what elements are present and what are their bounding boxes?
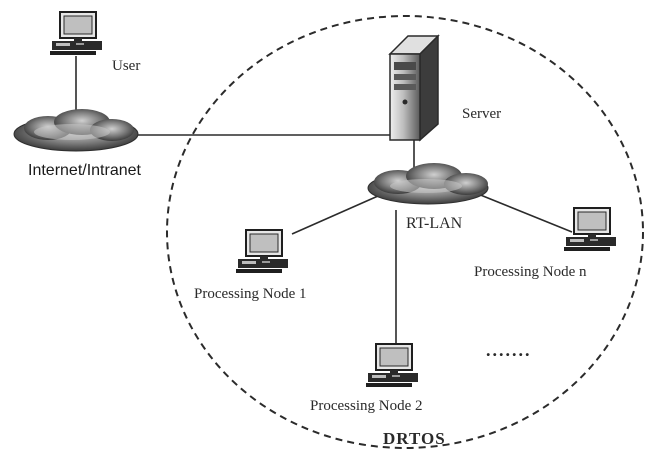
processing-node-2-label: Processing Node 2 xyxy=(310,398,423,414)
processing-node-1-label: Processing Node 1 xyxy=(194,286,307,302)
rtlan-cloud-icon xyxy=(367,163,489,205)
connection-lines xyxy=(75,56,573,346)
internet-cloud-icon xyxy=(13,109,139,152)
rtlan-to-node1-link xyxy=(291,195,379,235)
processing-node-n-label: Processing Node n xyxy=(474,264,587,280)
processing-node-1-computer-icon xyxy=(235,229,289,274)
user-label: User xyxy=(112,58,140,74)
more-nodes-ellipsis: ....... xyxy=(486,340,532,360)
server-label: Server xyxy=(462,106,501,122)
internet-label: Internet/Intranet xyxy=(28,162,142,179)
rtlan-to-noden-link xyxy=(477,193,573,233)
processing-node-2-computer-icon xyxy=(365,343,419,388)
user-computer-icon xyxy=(49,11,103,56)
processing-node-n-computer-icon xyxy=(563,207,617,252)
server-icon xyxy=(388,34,440,142)
drtos-label: DRTOS xyxy=(383,429,446,448)
drtos-boundary xyxy=(166,15,644,449)
rtlan-label: RT-LAN xyxy=(406,215,463,232)
